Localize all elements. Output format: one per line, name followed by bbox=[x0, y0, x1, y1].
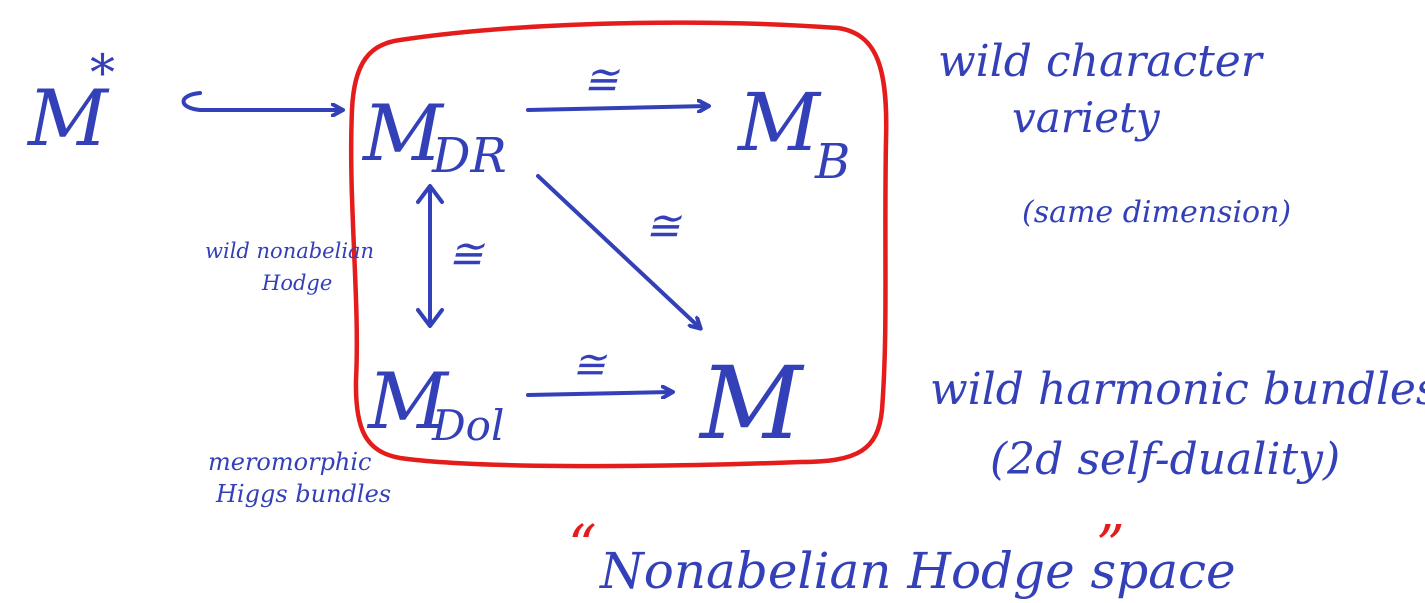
arrow-mdr-to-mb-label: ≅ bbox=[583, 55, 620, 104]
arrow-mdr-to-mharmonic-label: ≅ bbox=[645, 201, 682, 250]
node-m-dol: M Dol bbox=[366, 357, 504, 450]
caption-quote-open: “ bbox=[568, 514, 597, 579]
nonabelian-hodge-space-frame bbox=[348, 20, 889, 469]
arrow-mdr-mdol: ≅ bbox=[416, 184, 485, 328]
caption-text: Nonabelian Hodge space bbox=[599, 542, 1236, 600]
node-m-dr-base: M bbox=[361, 89, 445, 179]
hook-arrow-mstar-to-mdr bbox=[181, 91, 343, 110]
node-m-dol-sub: Dol bbox=[431, 401, 504, 450]
svg-text:Higgs bundles: Higgs bundles bbox=[215, 480, 391, 508]
svg-text:(same dimension): (same dimension) bbox=[1022, 195, 1291, 230]
arrow-mdr-to-mb: ≅ bbox=[526, 55, 708, 110]
node-m-star-base: M bbox=[26, 74, 110, 164]
node-m-dr: M DR bbox=[361, 89, 507, 184]
svg-text:meromorphic: meromorphic bbox=[208, 448, 372, 476]
label-meromorphic-higgs: meromorphic Higgs bundles bbox=[208, 448, 391, 508]
arrow-mdol-to-mharmonic-label: ≅ bbox=[572, 342, 608, 388]
node-m-b-sub: B bbox=[814, 134, 850, 190]
label-wild-nonabelian-hodge: wild nonabelian Hodge bbox=[205, 239, 374, 295]
label-wild-character-variety: wild character variety (same dimension) bbox=[938, 36, 1291, 230]
caption-nonabelian-hodge-space: “ Nonabelian Hodge space ” bbox=[568, 514, 1236, 600]
svg-text:(2d self-duality): (2d self-duality) bbox=[990, 434, 1340, 485]
node-m-star: M * bbox=[26, 44, 115, 164]
svg-text:Hodge: Hodge bbox=[261, 271, 332, 295]
arrow-mdol-to-mharmonic: ≅ bbox=[526, 342, 672, 395]
svg-text:wild nonabelian: wild nonabelian bbox=[205, 239, 374, 263]
arrow-mdr-to-mharmonic: ≅ bbox=[536, 174, 700, 328]
node-m-dol-base: M bbox=[366, 357, 450, 447]
label-wild-harmonic-bundles: wild harmonic bundles (2d self-duality) bbox=[930, 364, 1425, 485]
svg-text:wild character: wild character bbox=[938, 36, 1265, 87]
node-m-dr-sub: DR bbox=[431, 128, 507, 184]
caption-quote-close: ” bbox=[1096, 514, 1125, 579]
arrow-mdr-mdol-label: ≅ bbox=[448, 229, 485, 278]
svg-text:wild harmonic bundles: wild harmonic bundles bbox=[930, 364, 1425, 415]
node-m-star-sup: * bbox=[90, 44, 115, 102]
svg-text:variety: variety bbox=[1012, 93, 1161, 142]
node-m-b-base: M bbox=[736, 76, 822, 169]
node-m-harmonic-base: M bbox=[698, 345, 805, 462]
node-m-b: M B bbox=[736, 76, 850, 190]
node-m-harmonic: M bbox=[698, 345, 805, 462]
